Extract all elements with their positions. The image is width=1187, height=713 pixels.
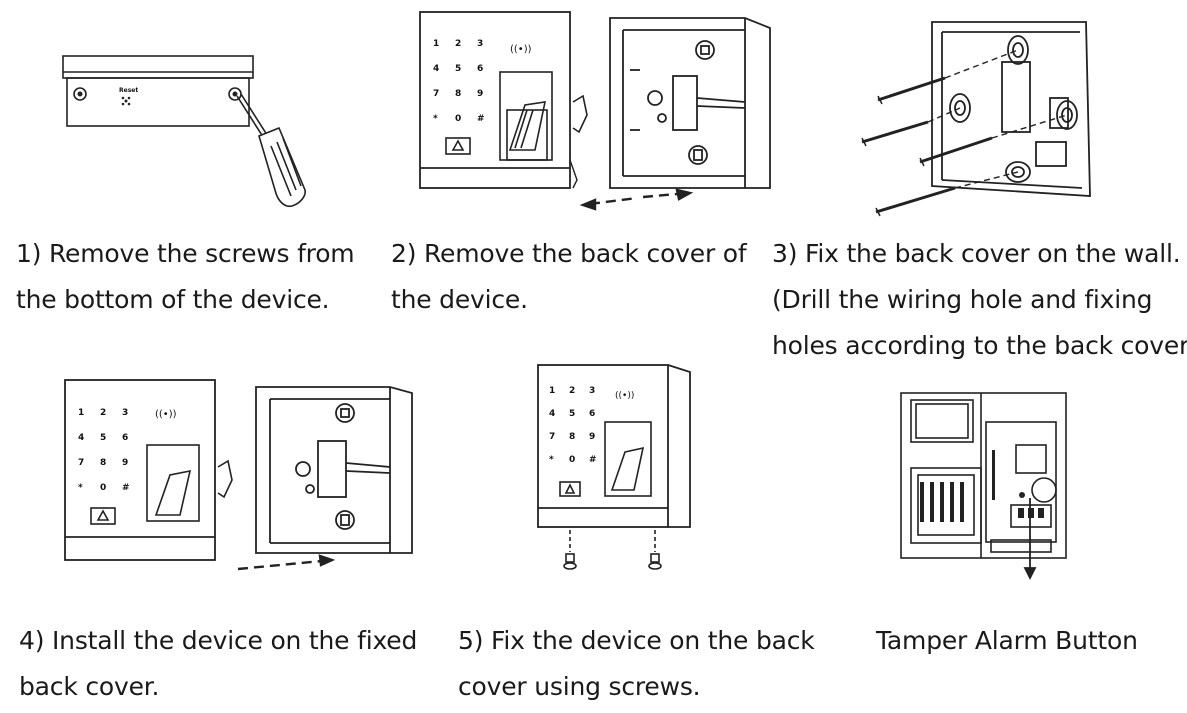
step-5-illustration: 1 2 3 4 5 6 7 8 9 * 0 # ((•)) [535, 360, 695, 580]
keypad-key: 1 [78, 408, 84, 418]
keypad-key: 9 [477, 89, 483, 99]
caption-line: Tamper Alarm Button [876, 626, 1138, 655]
caption-line: holes according to the back cover) [772, 331, 1187, 360]
keypad-key: 7 [78, 458, 84, 468]
caption-line: 4) Install the device on the fixed [19, 626, 418, 655]
doorbell-button-icon [559, 481, 581, 497]
rfid-icon: ((•)) [615, 391, 634, 401]
fingerprint-sensor-icon [499, 71, 553, 161]
install-arrow-icon [237, 554, 336, 571]
keypad-key: 2 [455, 39, 461, 49]
keypad-key: 6 [477, 64, 483, 74]
caption-line: 2) Remove the back cover of [391, 239, 747, 268]
keypad-key: 4 [78, 433, 84, 443]
keypad-key: 2 [100, 408, 106, 418]
fingerprint-sensor-icon [146, 444, 200, 522]
keypad-key: 8 [569, 432, 575, 442]
device-bottom-face [66, 77, 250, 127]
keypad: 1 2 3 4 5 6 7 8 9 * 0 # [433, 39, 485, 124]
keypad-key: # [122, 483, 130, 493]
tamper-illustration [896, 390, 1071, 581]
step-1-illustration: Reset [55, 48, 315, 218]
doorbell-button-icon [90, 507, 116, 525]
keypad-key: 1 [549, 386, 555, 396]
keypad-key: 3 [122, 408, 128, 418]
keypad-key: 8 [455, 89, 461, 99]
caption-line: 3) Fix the back cover on the wall. [772, 239, 1181, 268]
rfid-icon: ((•)) [155, 409, 177, 420]
back-cover-wall [931, 21, 1091, 197]
keypad-key: 1 [433, 39, 439, 49]
keypad-key: 3 [477, 39, 483, 49]
screwdriver-icon [236, 93, 306, 208]
keypad-key: 9 [589, 432, 595, 442]
device-front [419, 11, 571, 189]
keypad-key: 5 [569, 409, 575, 419]
keypad-key: 3 [589, 386, 595, 396]
caption-line: back cover. [19, 672, 160, 701]
caption-line: 1) Remove the screws from [16, 239, 355, 268]
keypad-key: 0 [569, 455, 575, 465]
device-front [537, 364, 691, 528]
caption-line: (Drill the wiring hole and fixing [772, 285, 1153, 314]
keypad-key: 2 [569, 386, 575, 396]
tamper-caption: Tamper Alarm Button [876, 618, 1138, 664]
keypad-key: 6 [589, 409, 595, 419]
reset-button-icon [121, 96, 131, 106]
keypad-key: 5 [455, 64, 461, 74]
caption-line: cover using screws. [458, 672, 701, 701]
keypad-key: # [477, 114, 485, 124]
fingerprint-sensor-icon [604, 421, 652, 497]
fixing-screws-icon [563, 530, 662, 570]
back-cover [609, 17, 771, 189]
keypad-key: 9 [122, 458, 128, 468]
rfid-icon: ((•)) [510, 44, 532, 55]
caption-line: 5) Fix the device on the back [458, 626, 815, 655]
keypad: 1 2 3 4 5 6 7 8 9 * 0 # [78, 408, 130, 493]
step-2-caption: 2) Remove the back cover of the device. [391, 231, 747, 323]
keypad-key: 4 [549, 409, 555, 419]
wall-screws-icon [861, 76, 993, 217]
device-internal-board [900, 392, 1067, 559]
step-4-caption: 4) Install the device on the fixed back … [19, 618, 417, 710]
device-front [64, 379, 216, 561]
removal-arrow-icon [579, 188, 694, 211]
step-4-illustration: 1 2 3 4 5 6 7 8 9 * 0 # ((•)) [60, 375, 420, 575]
keypad-key: 6 [122, 433, 128, 443]
keypad-key: 0 [455, 114, 461, 124]
keypad-key: * [433, 114, 438, 124]
step-2-illustration: 1 2 3 4 5 6 7 8 9 * 0 # ((•)) [415, 10, 775, 215]
caption-line: the bottom of the device. [16, 285, 330, 314]
screw-left-icon [73, 87, 87, 101]
keypad-key: 4 [433, 64, 439, 74]
step-1-caption: 1) Remove the screws from the bottom of … [16, 231, 355, 323]
keypad-key: 7 [549, 432, 555, 442]
keypad-key: * [78, 483, 83, 493]
step-5-caption: 5) Fix the device on the back cover usin… [458, 618, 815, 710]
step-3-caption: 3) Fix the back cover on the wall. (Dril… [772, 231, 1187, 369]
reset-label: Reset [119, 87, 138, 94]
keypad: 1 2 3 4 5 6 7 8 9 * 0 # [549, 386, 597, 465]
back-cover [255, 386, 413, 554]
keypad-key: * [549, 455, 554, 465]
doorbell-button-icon [445, 137, 471, 155]
keypad-key: # [589, 455, 597, 465]
keypad-key: 5 [100, 433, 106, 443]
step-3-illustration [860, 10, 1105, 220]
device-bottom-top-edge [62, 55, 254, 79]
keypad-key: 7 [433, 89, 439, 99]
keypad-key: 0 [100, 483, 106, 493]
keypad-key: 8 [100, 458, 106, 468]
tamper-arrow-icon [1023, 498, 1037, 581]
caption-line: the device. [391, 285, 528, 314]
